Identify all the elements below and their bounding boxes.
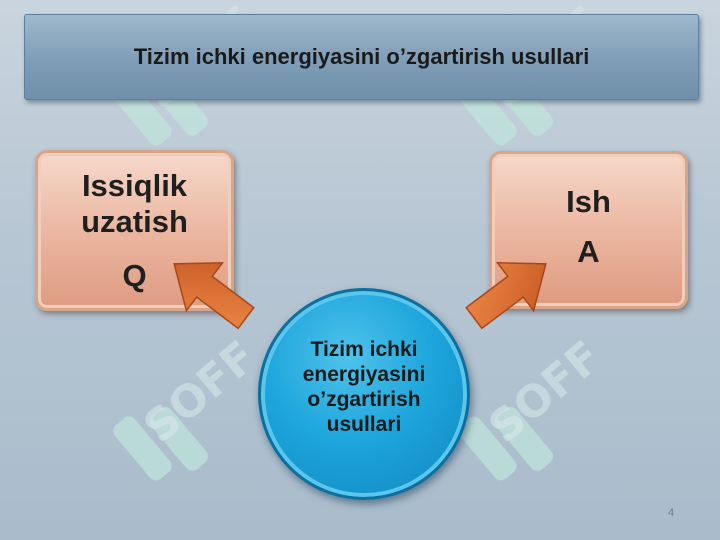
work-label: Ish	[566, 184, 611, 219]
heat-transfer-label: Issiqlik uzatish	[81, 167, 188, 239]
soff-logo-icon	[458, 406, 553, 481]
watermark-text: SOFF	[134, 331, 266, 453]
soff-logo-icon	[113, 406, 208, 481]
work-box: Ish A	[489, 151, 688, 309]
watermark-text: SOFF	[479, 331, 611, 453]
heat-transfer-box: Issiqlik uzatish Q	[35, 150, 234, 311]
heat-transfer-symbol: Q	[122, 257, 147, 293]
page-number: 4	[668, 507, 675, 519]
title-bar: Tizim ichki energiyasini o’zgartirish us…	[24, 14, 699, 100]
slide-title: Tizim ichki energiyasini o’zgartirish us…	[133, 44, 590, 69]
center-label: Tizim ichki energiyasini o’zgartirish us…	[302, 338, 426, 436]
work-symbol: A	[577, 234, 600, 269]
center-circle: Tizim ichki energiyasini o’zgartirish us…	[258, 288, 470, 500]
